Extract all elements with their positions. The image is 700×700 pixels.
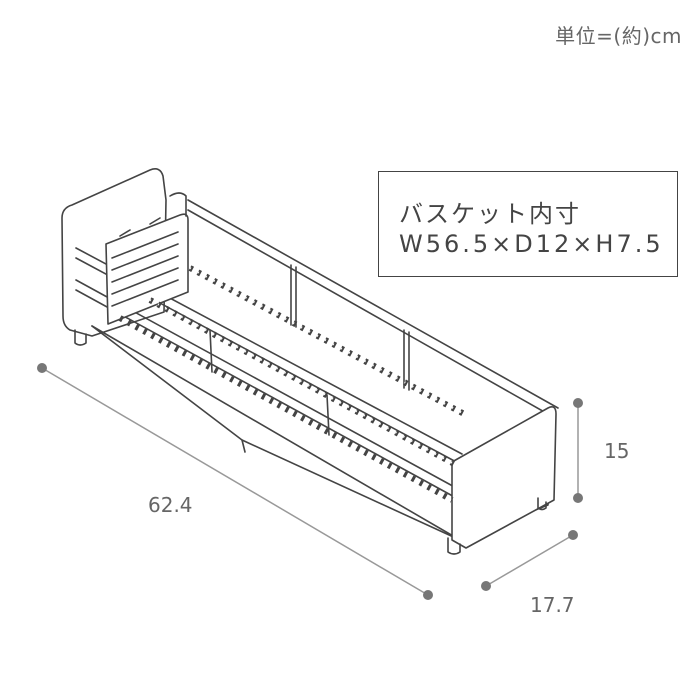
cutlery-slot-4 xyxy=(111,267,179,295)
base-underside-front xyxy=(241,439,461,541)
height-dimension xyxy=(573,398,583,503)
top-back-rail xyxy=(187,199,559,409)
right-back-foot xyxy=(537,497,547,511)
inner-post-2 xyxy=(326,394,330,436)
basket-inner-size-box: バスケット内寸 W56.5×D12×H7.5 xyxy=(378,171,678,277)
cutlery-slot-5 xyxy=(111,279,179,307)
depth-dimension xyxy=(481,530,578,591)
cutlery-holder xyxy=(105,213,189,325)
length-dimension-start-dot xyxy=(37,363,47,373)
tine-row-back xyxy=(188,265,470,419)
unit-label: 単位=(約)cm xyxy=(555,24,682,48)
basket-inner-size-dimensions: W56.5×D12×H7.5 xyxy=(399,230,664,258)
right-end-panel xyxy=(451,406,557,549)
mid-front-rail xyxy=(75,279,461,491)
depth-dimension-start-dot xyxy=(481,581,491,591)
inner-post-1 xyxy=(209,329,213,373)
dish-rack-tines xyxy=(118,265,470,503)
length-dimension-end-dot xyxy=(423,590,433,600)
length-dimension xyxy=(37,363,433,600)
mid-front-rail-lower xyxy=(75,289,461,501)
cutlery-holder-hook xyxy=(169,192,187,217)
right-front-foot xyxy=(447,537,461,555)
cutlery-divider-2 xyxy=(149,217,161,225)
top-back-rail-inner xyxy=(187,209,556,419)
cutlery-slot-3 xyxy=(111,255,179,283)
depth-dimension-line xyxy=(485,534,574,587)
basket-inner-size-title: バスケット内寸 xyxy=(399,200,581,228)
length-dimension-label: 62.4 xyxy=(148,493,193,517)
cutlery-slot-1 xyxy=(111,231,179,259)
height-dimension-label: 15 xyxy=(604,439,630,463)
depth-dimension-end-dot xyxy=(568,530,578,540)
dish-rack xyxy=(61,168,559,555)
cutlery-slot-2 xyxy=(111,243,179,271)
depth-dimension-label: 17.7 xyxy=(530,593,575,617)
left-front-foot xyxy=(74,329,87,346)
height-dimension-bottom-dot xyxy=(573,493,583,503)
height-dimension-top-dot xyxy=(573,398,583,408)
length-dimension-line xyxy=(41,367,429,596)
cutlery-divider-1 xyxy=(119,229,131,237)
tine-row-front xyxy=(118,315,454,503)
dish-rack-tine-highlights xyxy=(149,267,469,467)
